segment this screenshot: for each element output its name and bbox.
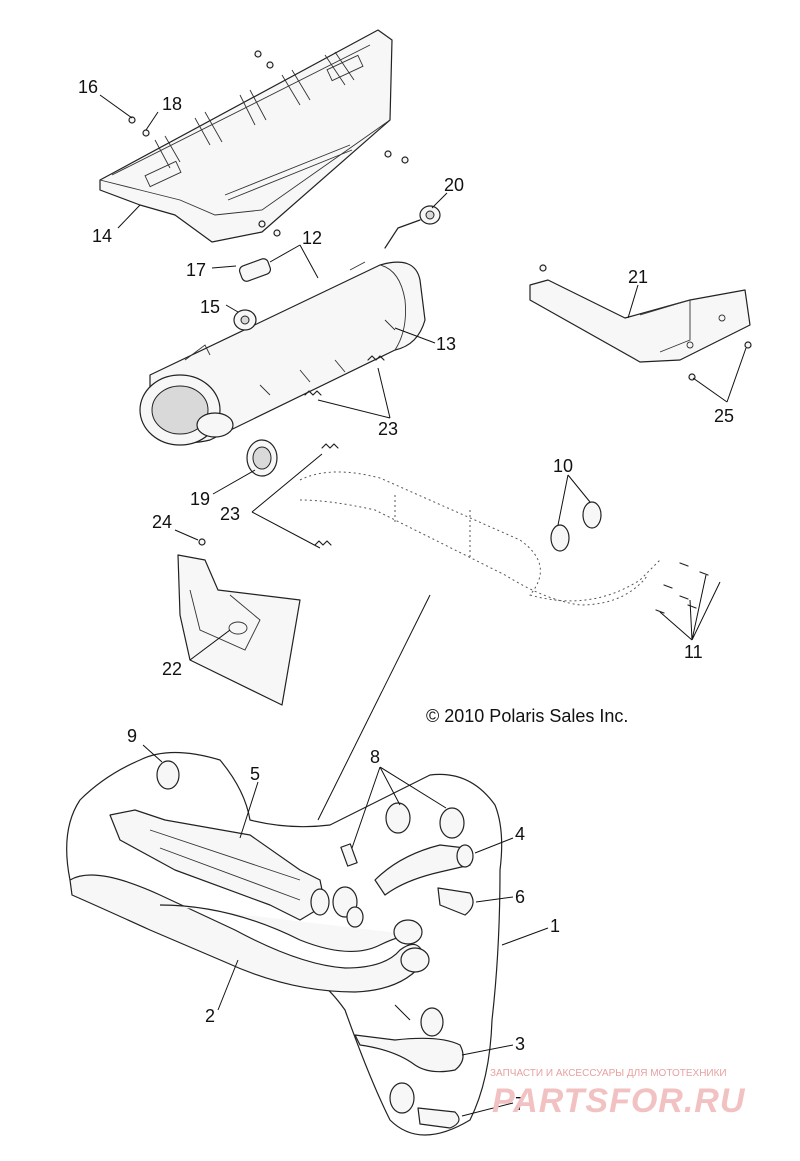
gasket-19	[246, 439, 278, 477]
leader-lines	[99, 94, 747, 1117]
heat-shield-14	[99, 29, 393, 243]
bushing-12	[238, 258, 272, 282]
clamp-9	[156, 760, 180, 790]
watermark-brand: PARTSFOR.RU	[492, 1082, 746, 1120]
callout-24: 24	[152, 512, 172, 532]
callout-25: 25	[714, 406, 734, 426]
muffler-13	[139, 261, 426, 446]
head-pipe-ghost	[299, 471, 661, 606]
cap-7	[389, 1082, 460, 1129]
pipe-5	[109, 809, 330, 921]
callout-22: 22	[162, 659, 182, 679]
callout-10: 10	[553, 456, 573, 476]
callout-19: 19	[190, 489, 210, 509]
heat-shield-22	[177, 538, 301, 706]
callout-14: 14	[92, 226, 112, 246]
callout-5: 5	[250, 764, 260, 784]
callout-7: 7	[515, 1094, 525, 1114]
kit-boundary-1	[66, 751, 503, 1136]
clamps-8	[332, 802, 465, 928]
cap-6	[437, 887, 474, 916]
callout-12: 12	[302, 228, 322, 248]
callout-8: 8	[370, 747, 380, 767]
copyright-notice: © 2010 Polaris Sales Inc.	[426, 706, 628, 726]
callout-3: 3	[515, 1034, 525, 1054]
callout-16: 16	[78, 77, 98, 97]
callout-labels: 16 18 14 20 12 17 15 13 21 25 23 10 19 2…	[78, 77, 734, 1114]
callout-21: 21	[628, 267, 648, 287]
callout-6: 6	[515, 887, 525, 907]
callout-15: 15	[200, 297, 220, 317]
watermark-tagline: ЗАПЧАСТИ И АКСЕССУАРЫ ДЛЯ МОТОТЕХНИКИ	[490, 1068, 727, 1079]
callout-23-lower: 23	[220, 504, 240, 524]
callout-9: 9	[127, 726, 137, 746]
callout-20: 20	[444, 175, 464, 195]
springs-23	[304, 355, 385, 546]
pipe-3	[354, 1007, 464, 1073]
callout-11: 11	[684, 642, 703, 662]
heat-shield-21	[529, 264, 752, 381]
isolator-20	[384, 205, 441, 249]
watermark: ЗАПЧАСТИ И АКСЕССУАРЫ ДЛЯ МОТОТЕХНИКИ PA…	[490, 1068, 746, 1120]
bolts-11	[655, 562, 709, 614]
pipe-4	[374, 844, 474, 896]
callout-23-upper: 23	[378, 419, 398, 439]
shield-fasteners	[128, 50, 409, 237]
head-pipe-2	[69, 874, 430, 993]
gaskets-10	[550, 501, 602, 552]
callout-4: 4	[515, 824, 525, 844]
callout-18: 18	[162, 94, 182, 114]
callout-2: 2	[205, 1006, 215, 1026]
callout-1: 1	[550, 916, 560, 936]
callout-13: 13	[436, 334, 456, 354]
isolator-15	[233, 309, 257, 331]
callout-17: 17	[186, 260, 206, 280]
